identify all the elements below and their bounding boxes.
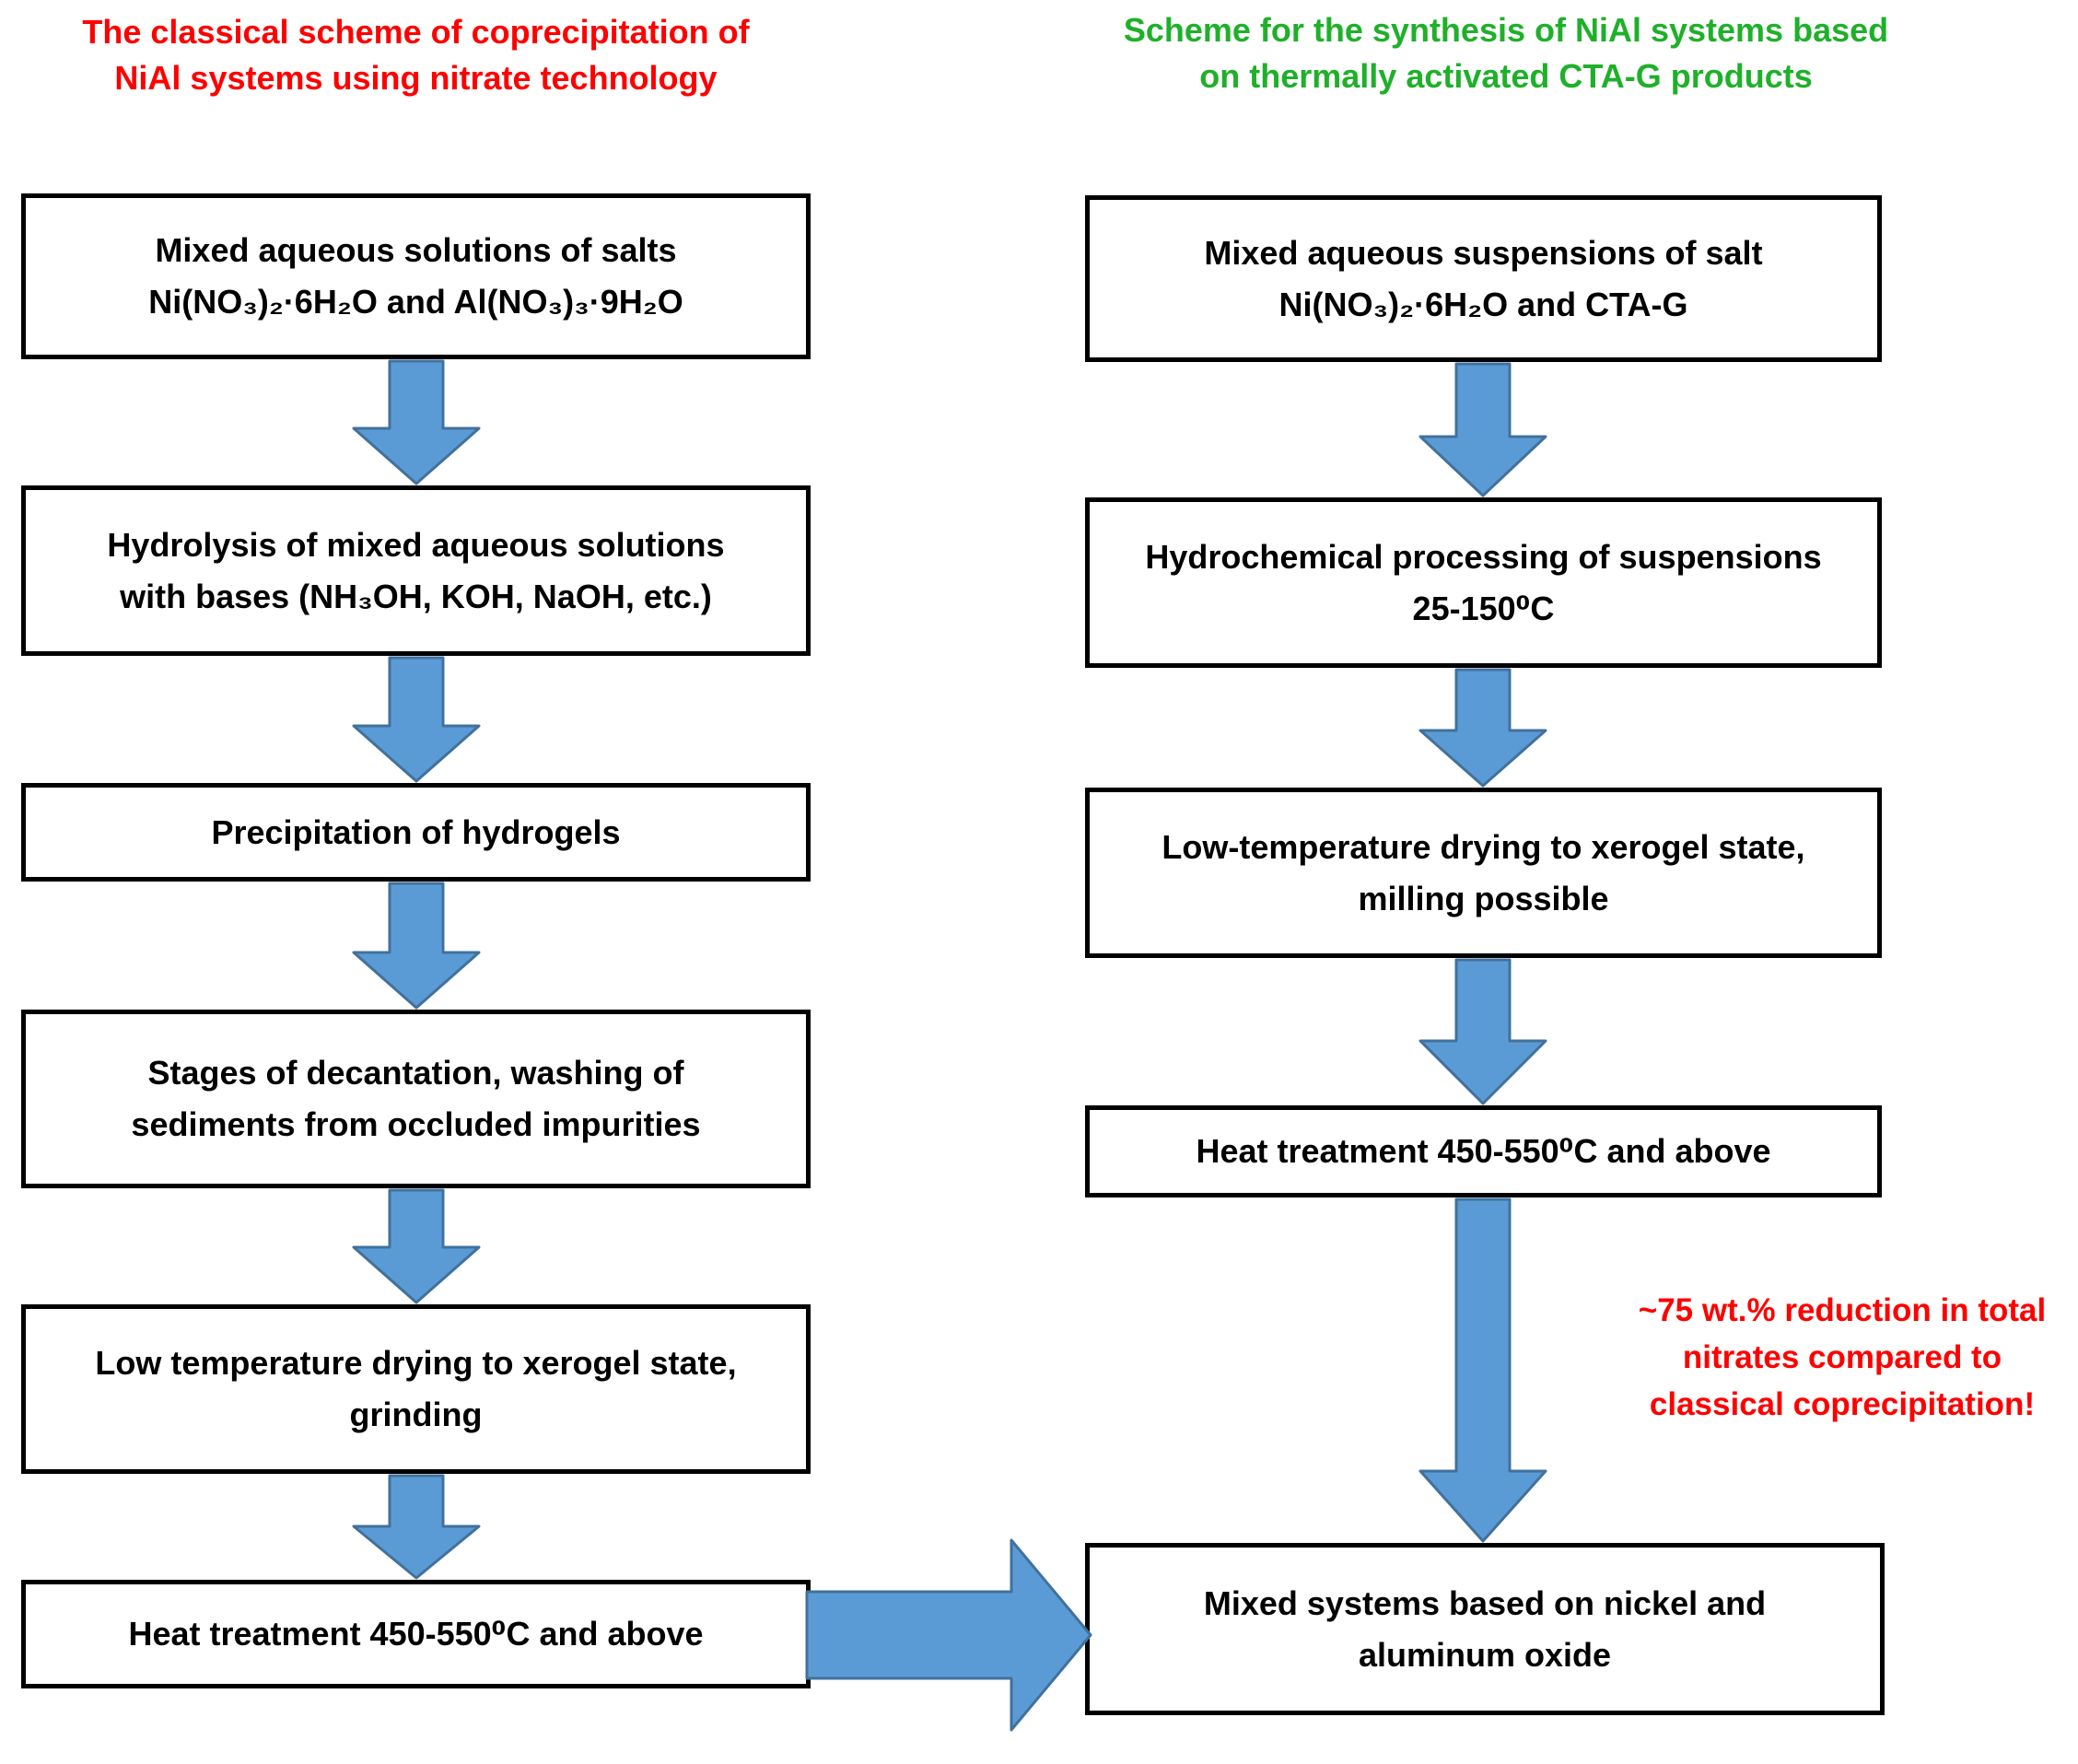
right-step-drying: Low-temperature drying to xerogel state,…: [1085, 788, 1882, 958]
nitrate-reduction-annotation: ~75 wt.% reduction in total nitrates com…: [1638, 1292, 2047, 1422]
left-step-precipitation: Precipitation of hydrogels: [21, 783, 811, 882]
flow-arrow-right: [805, 1538, 1092, 1732]
flow-arrow-down: [352, 1188, 481, 1304]
flow-arrow-down: [352, 656, 481, 783]
right-scheme-title: Scheme for the synthesis of NiAl systems…: [1123, 11, 1889, 96]
right-step-heat-treatment: Heat treatment 450-550⁰C and above: [1085, 1105, 1882, 1197]
left-step-decantation: Stages of decantation, washing of sedime…: [21, 1010, 811, 1188]
flow-arrow-down: [1418, 362, 1547, 497]
left-step-heat-treatment: Heat treatment 450-550⁰C and above: [21, 1580, 811, 1688]
right-step-mixed-suspensions: Mixed aqueous suspensions of salt Ni(NO₃…: [1085, 195, 1882, 362]
flow-arrow-down: [352, 1474, 481, 1580]
flow-arrow-down-long: [1418, 1197, 1547, 1543]
left-step-hydrolysis: Hydrolysis of mixed aqueous solutions wi…: [21, 485, 811, 656]
flow-arrow-down: [1418, 958, 1547, 1105]
left-step-drying: Low temperature drying to xerogel state,…: [21, 1304, 811, 1474]
flow-arrow-down: [352, 359, 481, 485]
final-step-mixed-systems: Mixed systems based on nickel and alumin…: [1085, 1543, 1885, 1715]
right-step-hydrochemical: Hydrochemical processing of suspensions …: [1085, 497, 1882, 668]
left-step-mixed-solutions: Mixed aqueous solutions of salts Ni(NO₃)…: [21, 193, 811, 359]
flow-arrow-down: [352, 882, 481, 1010]
flow-arrow-down: [1418, 668, 1547, 788]
left-scheme-title: The classical scheme of coprecipitation …: [82, 13, 750, 98]
